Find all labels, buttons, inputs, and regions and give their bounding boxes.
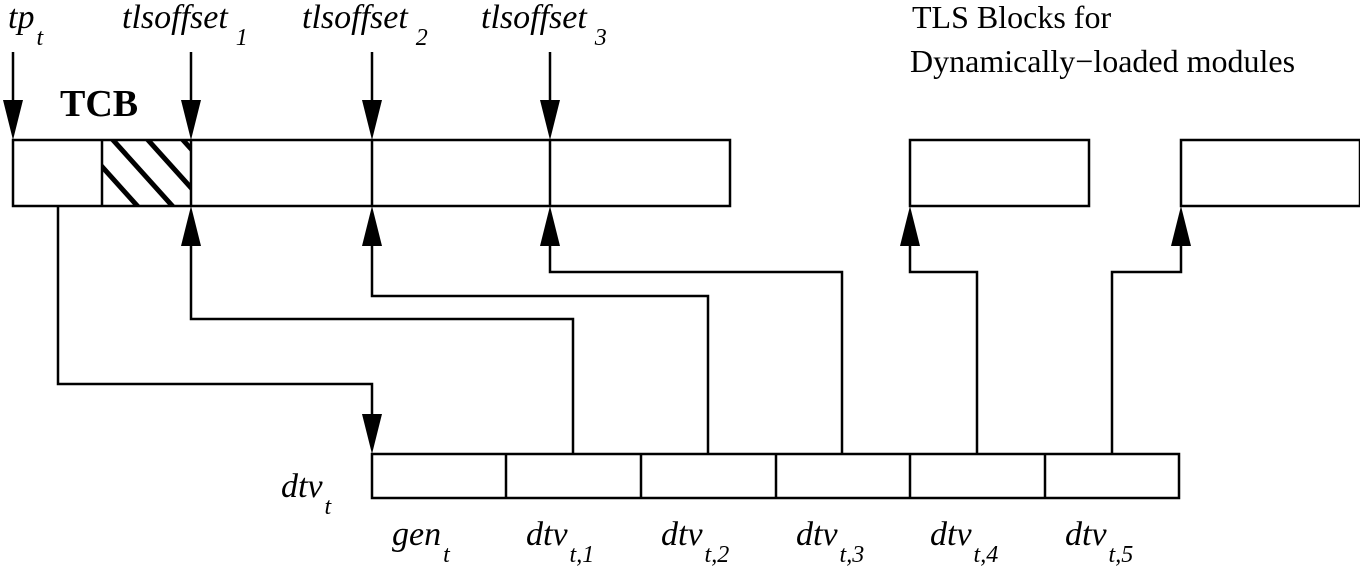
tcb-to-dtv-connector: [56, 206, 382, 454]
dtv5-connector: [1110, 240, 1183, 454]
dtv-label: dtvt: [281, 468, 333, 520]
tcb-label: TCB: [60, 83, 138, 125]
tcb-hatched-area: [102, 140, 191, 206]
tp-label: tpt: [8, 0, 44, 51]
dtv4-connector: [908, 240, 979, 454]
pointer-arrows: [3, 52, 560, 140]
dtv-cell-label-4: dtvt,4: [930, 516, 998, 568]
dynamic-tls-block-5: [1179, 138, 1360, 208]
dtv-entry-connectors: [181, 206, 1191, 454]
dtv-cell-label-2: dtvt,2: [661, 516, 729, 568]
dtv-cell-label-3: dtvt,3: [796, 516, 864, 568]
dtv3-connector: [548, 240, 844, 454]
dtv-cell-label-5: dtvt,5: [1065, 516, 1133, 568]
dtv-cell-label-gen: gent: [392, 516, 451, 568]
dtv2-connector: [370, 240, 710, 454]
dynamic-blocks-caption-line1: TLS Blocks for: [912, 0, 1111, 35]
static-tls-row: [11, 138, 732, 208]
dynamic-blocks-caption-line2: Dynamically−loaded modules: [910, 43, 1295, 79]
tlsoffset1-label: tlsoffset1: [122, 0, 248, 51]
dtv-cell-label-1: dtvt,1: [526, 516, 594, 568]
dtv1-connector: [189, 240, 575, 454]
tlsoffset2-label: tlsoffset2: [302, 0, 428, 51]
dynamic-tls-block-4: [908, 138, 1091, 208]
dtv-row: [370, 452, 1181, 500]
tlsoffset3-label: tlsoffset3: [481, 0, 607, 51]
